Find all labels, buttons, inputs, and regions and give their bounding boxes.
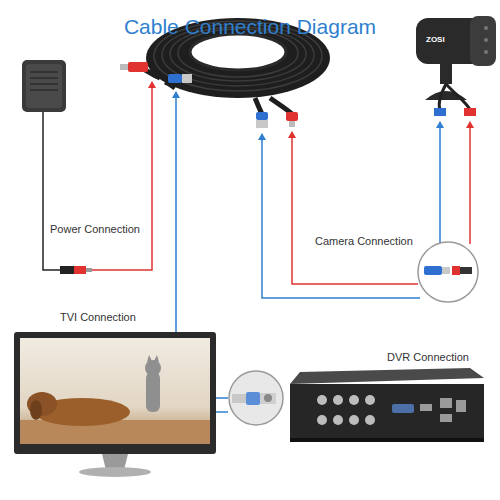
- connection-label: DVR Connection: [387, 351, 469, 364]
- video-wire: [262, 134, 420, 298]
- device-group: Camera Connection: [305, 10, 500, 255]
- dvr-recorder: [290, 368, 484, 442]
- power-wire: [469, 122, 471, 244]
- bullet-camera: [416, 16, 496, 116]
- device-group: Power Connection: [20, 55, 160, 240]
- device-group: DVR Connection: [285, 345, 485, 445]
- diagram-title: Cable Connection Diagram: [0, 14, 500, 40]
- brand-logo: ZOSI: [426, 35, 445, 44]
- video-wire: [439, 122, 441, 244]
- power-wire: [92, 82, 152, 270]
- power-adapter: [22, 60, 92, 274]
- monitor: [14, 332, 216, 477]
- power-wire: [292, 132, 418, 284]
- connection-label: Camera Connection: [315, 235, 413, 248]
- device-group: TVI Connection: [10, 305, 220, 477]
- connection-label: Power Connection: [50, 223, 140, 236]
- video-wire: [215, 411, 228, 413]
- connector-inset: [418, 242, 478, 302]
- connection-label: TVI Connection: [60, 311, 136, 324]
- connector-inset: [229, 371, 283, 425]
